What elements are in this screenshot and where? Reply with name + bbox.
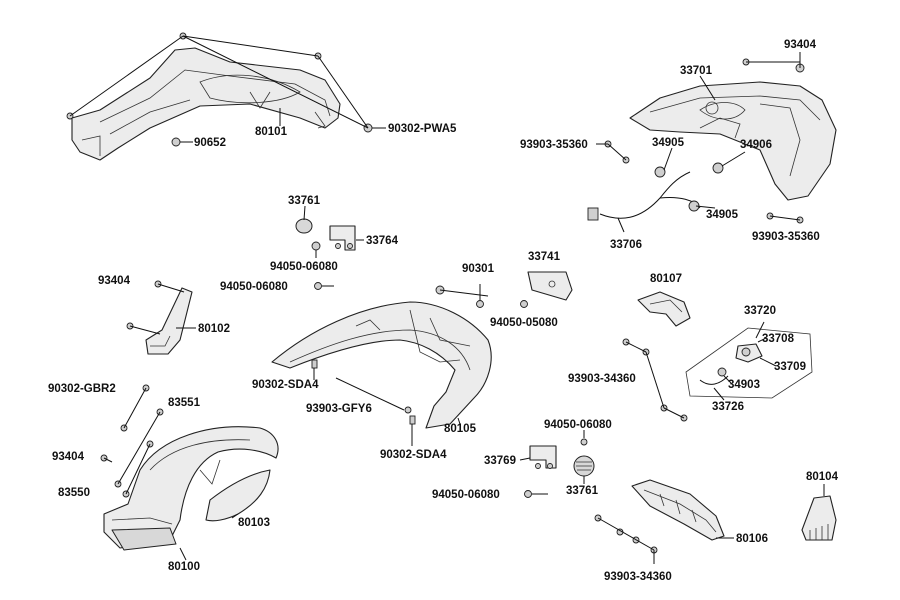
bolt-94050-06080-b — [314, 282, 334, 290]
label-90302-sda4-b: 90302-SDA4 — [380, 449, 447, 461]
label-93404-top: 93404 — [784, 39, 817, 51]
label-80107: 80107 — [650, 273, 682, 285]
part-33741-reflector — [527, 271, 573, 301]
label-33701: 33701 — [680, 65, 713, 77]
label-33769: 33769 — [484, 455, 516, 467]
screws-93903-34360-b — [594, 514, 734, 564]
label-33764: 33764 — [366, 235, 399, 247]
label-80102: 80102 — [198, 323, 230, 335]
label-80100: 80100 — [168, 561, 200, 573]
label-90302-pwa5: 90302-PWA5 — [388, 123, 457, 135]
label-94050-05080: 94050-05080 — [490, 317, 558, 329]
label-80105: 80105 — [444, 423, 477, 435]
label-34906: 34906 — [740, 139, 772, 151]
label-33720: 33720 — [744, 305, 776, 317]
leaders-80100 — [103, 387, 239, 561]
label-83551: 83551 — [168, 397, 201, 409]
label-93903-34360-b: 93903-34360 — [604, 571, 672, 583]
leaders-33720 — [713, 321, 777, 401]
part-80103-side-cover — [205, 469, 271, 522]
label-93903-35360-b: 93903-35360 — [752, 231, 820, 243]
part-80105-rear-body — [271, 285, 528, 429]
leaders-80105 — [313, 284, 489, 446]
label-34905-a: 34905 — [652, 137, 685, 149]
label-33708: 33708 — [762, 333, 795, 345]
leaders-80101 — [69, 35, 386, 143]
part-33706-harness — [587, 162, 724, 221]
leaders-33701 — [596, 52, 801, 233]
label-90302-gbr2: 90302-GBR2 — [48, 383, 116, 395]
part-33720-license-light — [685, 327, 813, 399]
label-93404-bottom: 93404 — [52, 451, 85, 463]
label-93903-35360-a: 93903-35360 — [520, 139, 588, 151]
part-80102-bracket — [126, 280, 193, 355]
part-80107-cover — [637, 291, 691, 327]
label-33709: 33709 — [774, 361, 806, 373]
label-34905-b: 34905 — [706, 209, 739, 221]
leaders-33761-a — [303, 205, 364, 258]
label-94050-06080-b: 94050-06080 — [220, 281, 288, 293]
part-33769-bracket — [529, 445, 557, 469]
label-94050-06080-d: 94050-06080 — [432, 489, 500, 501]
label-90301: 90301 — [462, 263, 495, 275]
label-90302-sda4-a: 90302-SDA4 — [252, 379, 319, 391]
label-34903: 34903 — [728, 379, 760, 391]
label-90652: 90652 — [194, 137, 226, 149]
label-80103: 80103 — [238, 517, 270, 529]
label-33741: 33741 — [528, 251, 561, 263]
label-80104: 80104 — [806, 471, 839, 483]
label-94050-06080-c: 94050-06080 — [544, 419, 612, 431]
label-94050-06080-a: 94050-06080 — [270, 261, 338, 273]
label-80106: 80106 — [736, 533, 768, 545]
label-93404-left: 93404 — [98, 275, 131, 287]
part-33761-reflector-a — [295, 218, 321, 251]
label-80101: 80101 — [255, 126, 288, 138]
leaders-33769 — [519, 430, 585, 484]
leaders-80102 — [129, 283, 196, 335]
part-80104-mud-flap — [801, 484, 837, 541]
part-33761-reflector-b — [573, 438, 595, 477]
label-33726: 33726 — [712, 401, 744, 413]
part-80106-under-cover — [631, 479, 725, 541]
label-83550: 83550 — [58, 487, 90, 499]
label-33706: 33706 — [610, 239, 642, 251]
part-33701-tail-light — [629, 81, 837, 201]
part-80101-inner-fender — [71, 47, 341, 161]
label-33761-b: 33761 — [566, 485, 599, 497]
label-33761-a: 33761 — [288, 195, 321, 207]
part-33764-bracket — [329, 225, 356, 251]
label-93903-34360-a: 93903-34360 — [568, 373, 636, 385]
label-93903-gfy6: 93903-GFY6 — [306, 403, 372, 415]
screws-93903-34360-a — [622, 338, 688, 422]
bolt-94050-06080-d — [524, 490, 548, 498]
part-80100-rear-fender — [103, 426, 279, 551]
